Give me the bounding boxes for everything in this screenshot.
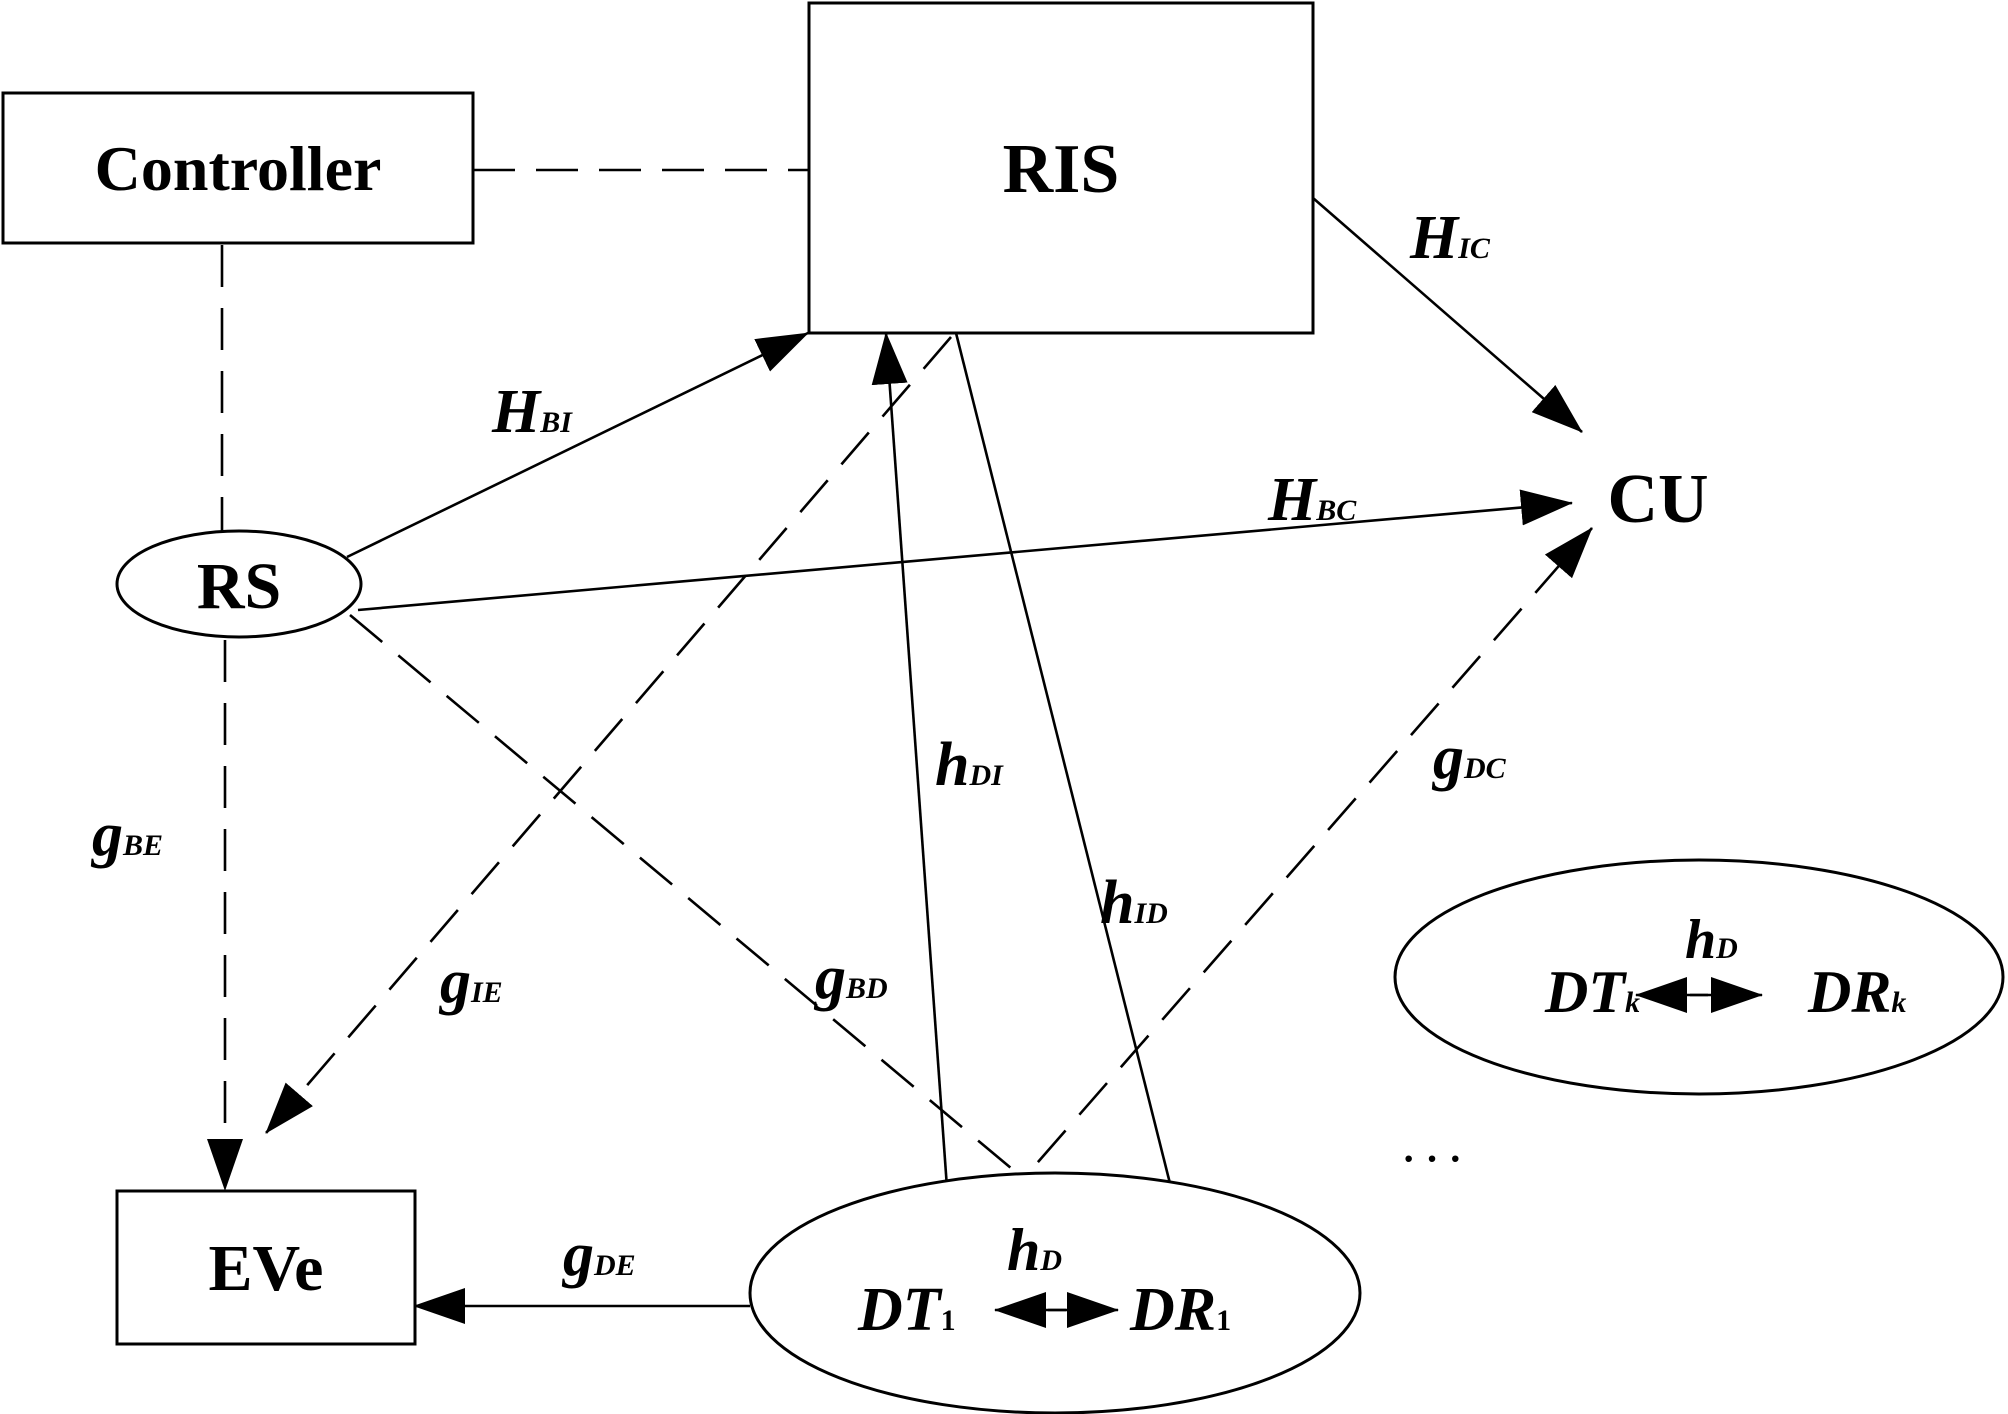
cu-label: CU xyxy=(1607,461,1708,538)
label-g-be: gBE xyxy=(90,801,163,869)
eve-box xyxy=(115,1189,417,1346)
label-g-bd: gBD xyxy=(813,944,888,1012)
d2d-pair-k-ellipse xyxy=(1393,858,2005,1096)
dtk-label: DTk xyxy=(1544,959,1640,1025)
ris-label: RIS xyxy=(1003,131,1120,208)
dt1-label: DT1 xyxy=(857,1276,956,1344)
drk-label: DRk xyxy=(1807,959,1906,1025)
eve-label: EVe xyxy=(209,1232,324,1305)
label-g-de: gDE xyxy=(561,1221,636,1289)
label-g-dc: gDC xyxy=(1431,724,1507,792)
label-h-di: hDI xyxy=(935,731,1004,799)
rs-label: RS xyxy=(197,550,281,623)
label-h-ic: HIC xyxy=(1409,204,1491,272)
ellipsis-label: · · · xyxy=(1402,1136,1462,1181)
edge-h-bi xyxy=(346,331,809,559)
edge-g-bd xyxy=(349,614,1117,1257)
edge-h-di xyxy=(871,332,954,1259)
d2d-pair-1-ellipse xyxy=(748,1171,1362,1414)
ris-box xyxy=(807,1,1315,335)
edge-h-id xyxy=(954,332,1196,1264)
label-h-bc: HBC xyxy=(1267,466,1357,534)
pair1-link-label: hD xyxy=(1007,1217,1062,1283)
pairk-link-label: hD xyxy=(1685,909,1738,971)
controller-box xyxy=(1,91,475,245)
edge-g-dc xyxy=(954,527,1593,1258)
edge-h-ic xyxy=(1312,197,1583,433)
label-h-bi: HBI xyxy=(491,378,573,446)
dr1-label: DR1 xyxy=(1129,1276,1231,1344)
rs-ellipse xyxy=(115,529,363,639)
edge-g-ie xyxy=(265,336,952,1134)
label-h-id: hID xyxy=(1100,869,1168,937)
label-g-ie: gIE xyxy=(438,948,503,1016)
edge-h-bc xyxy=(357,489,1573,612)
controller-label: Controller xyxy=(95,133,382,204)
